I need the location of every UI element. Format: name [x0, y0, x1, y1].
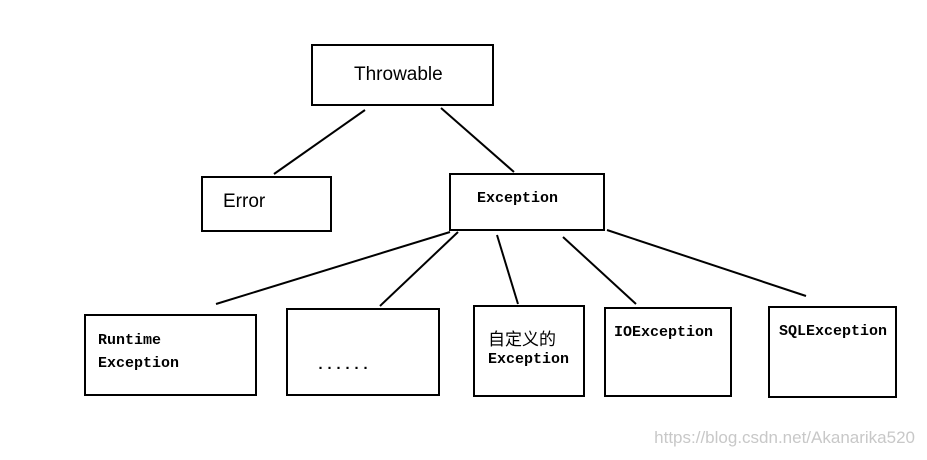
sql-exception-node [768, 306, 897, 398]
ellipsis-node [286, 308, 440, 396]
edge-exception-io [562, 236, 637, 305]
exception-node [449, 173, 605, 231]
io-exception-label: IOException [614, 324, 714, 341]
edge-exception-runtime [215, 231, 451, 305]
error-label: Error [223, 191, 266, 212]
throwable-node [311, 44, 494, 106]
exception-label: Exception [477, 190, 559, 207]
watermark-text: https://blog.csdn.net/Akanarika520 [654, 428, 915, 447]
runtime-exception-label-line1: Runtime [98, 332, 162, 349]
throwable-label: Throwable [354, 64, 443, 85]
edge-throwable-exception [440, 107, 515, 173]
ellipsis-label: ...... [316, 357, 371, 374]
edge-exception-custom [496, 234, 519, 305]
error-node [201, 176, 332, 232]
edge-exception-ellipsis [379, 231, 459, 307]
sql-exception-label: SQLException [779, 323, 888, 340]
runtime-exception-node [84, 314, 257, 396]
custom-exception-label-line2: Exception [488, 351, 570, 368]
io-exception-node [604, 307, 732, 397]
runtime-exception-label-line2: Exception [98, 355, 180, 372]
custom-exception-node [473, 305, 585, 397]
custom-exception-label-line1: 自定义的 [488, 330, 556, 349]
edge-throwable-error [273, 109, 366, 175]
edge-exception-sql [606, 229, 807, 297]
